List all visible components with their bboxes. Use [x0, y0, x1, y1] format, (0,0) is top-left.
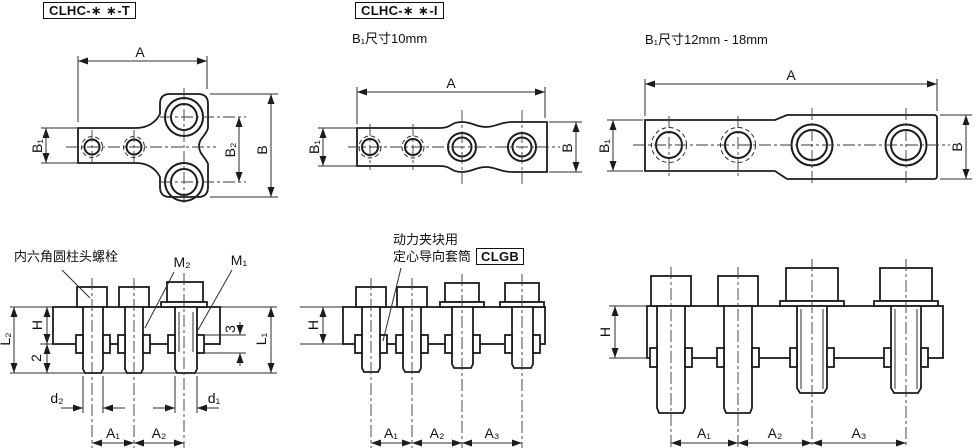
sleeve-flange-right	[472, 334, 481, 354]
side-view-clhc-i-b10: H A₁ A₂ A₃	[300, 267, 546, 448]
part-number-clhc-i: CLHC-∗ ∗-I	[355, 2, 444, 19]
bolt-shank	[361, 306, 381, 373]
dim-a-label: A	[135, 44, 145, 60]
callout-guide-sleeve: 动力夹块用 定心导向套筒 CLGB	[393, 232, 525, 265]
dim-h-label: H	[29, 320, 45, 330]
dim-a1-label: A₁	[697, 425, 711, 441]
bolt-3-flanged	[160, 281, 208, 374]
sleeve-flange-left	[504, 334, 513, 354]
side-view-clhc-i-b12-18: H A₁ A₂ A₃	[597, 259, 944, 448]
size-note-b1-12-18mm: B₁尺寸12mm - 18mm	[645, 32, 768, 47]
sleeve-flange-left	[444, 334, 453, 354]
centerlines	[370, 274, 523, 448]
sleeve-flange-right	[920, 347, 929, 368]
dimensions: A B₁ B₂ B	[29, 44, 278, 198]
callout-guide-sleeve-line2: 定心导向套筒	[393, 248, 472, 264]
dimensions: L₂ H 2 3 L₁ d₂ d₁	[0, 307, 275, 447]
callout-leaders	[61, 269, 233, 331]
centerlines	[66, 88, 246, 203]
centerlines	[670, 259, 907, 448]
centerlines	[633, 108, 950, 184]
centerlines	[348, 110, 560, 184]
callout-socket-head-bolt: 内六角圆柱头螺栓	[14, 249, 119, 264]
dimensions: H A₁ A₂ A₃	[305, 307, 522, 447]
dim-b1-label: B₁	[29, 139, 45, 153]
dimensions: A B₁ B	[596, 67, 972, 180]
sleeve-flange-right	[532, 334, 541, 354]
sleeve-flange-right	[684, 347, 693, 368]
dim-b2-label: B₂	[222, 143, 238, 158]
bolt-shank	[124, 306, 144, 374]
dim-d1-label: d₁	[208, 390, 221, 406]
bolt-4-flanged	[499, 282, 545, 369]
top-view-clhc-t: A B₁ B₂ B	[29, 44, 278, 203]
dim-a1-label: A₁	[106, 425, 120, 441]
dim-m1-label: M₁	[231, 252, 248, 268]
dim-h-label: H	[305, 320, 321, 330]
dim-a-label: A	[786, 67, 796, 83]
dim-h-label: H	[597, 327, 613, 337]
sleeve-flange-right	[102, 334, 111, 354]
dim-b-label: B	[949, 142, 965, 151]
dim-a-label: A	[446, 75, 456, 91]
sleeve-flange-left	[75, 334, 84, 354]
dim-2-label: 2	[28, 354, 44, 362]
callout-guide-sleeve-line1: 动力夹块用	[393, 232, 459, 247]
sleeve-flange-right	[420, 334, 429, 354]
sleeve-flange-right	[379, 334, 388, 354]
dimensions: H A₁ A₂ A₃	[597, 306, 906, 447]
centerlines	[91, 273, 185, 448]
dim-b1-label: B₁	[306, 140, 322, 154]
bolt-head	[166, 281, 204, 303]
dim-b-label: B	[254, 145, 270, 154]
sleeve-flange-left	[716, 347, 725, 368]
top-view-clhc-i-b12-18: A B₁ B	[596, 67, 972, 184]
bolt-2	[395, 286, 429, 373]
dim-a3-label: A₃	[484, 425, 499, 441]
bolt-shank	[402, 306, 422, 373]
sleeve-flange-right	[142, 334, 151, 354]
bolt-shank	[174, 306, 198, 374]
dim-l1-label: L₁	[253, 332, 269, 345]
sleeve-flange-left	[883, 347, 892, 368]
sleeve-callout-leader	[382, 267, 402, 342]
sleeve-flange-left	[395, 334, 404, 354]
bolt-1	[354, 286, 388, 373]
dim-d2-label: d₂	[50, 390, 63, 406]
bolt-2	[117, 286, 151, 374]
bolt-shank	[451, 306, 474, 369]
sleeve-flange-right	[196, 334, 205, 354]
dimensions: A B₁ B	[306, 75, 582, 173]
dim-m2-label: M₂	[173, 254, 190, 270]
part-number-clhc-t: CLHC-∗ ∗-T	[43, 2, 137, 19]
bolt-shank	[82, 306, 104, 374]
sleeve-flange-right	[826, 347, 835, 368]
size-note-b1-10mm: B₁尺寸10mm	[352, 31, 428, 46]
dim-a3-label: A₃	[851, 425, 866, 441]
sleeve-flange-left	[354, 334, 363, 354]
top-view-clhc-i-b10: A B₁ B	[306, 75, 582, 184]
dim-b-label: B	[559, 143, 575, 152]
side-view-clhc-t: L₂ H 2 3 L₁ d₂ d₁	[0, 252, 277, 448]
dim-l2-label: L₂	[0, 332, 13, 345]
dim-3-label: 3	[222, 325, 238, 333]
bolt-shank	[511, 306, 534, 369]
dim-b1-label: B₁	[596, 139, 612, 153]
part-number-clgb: CLGB	[476, 248, 525, 265]
sleeve-flange-right	[751, 347, 760, 368]
sleeve-flange-left	[117, 334, 126, 354]
sleeve-flange-left	[649, 347, 658, 368]
sleeve-flange-left	[789, 347, 798, 368]
dim-a2-label: A₂	[430, 425, 445, 441]
dim-a1-label: A₁	[384, 425, 398, 441]
sleeve-flange-left	[167, 334, 176, 354]
dim-a2-label: A₂	[768, 425, 783, 441]
dim-a2-label: A₂	[152, 425, 167, 441]
